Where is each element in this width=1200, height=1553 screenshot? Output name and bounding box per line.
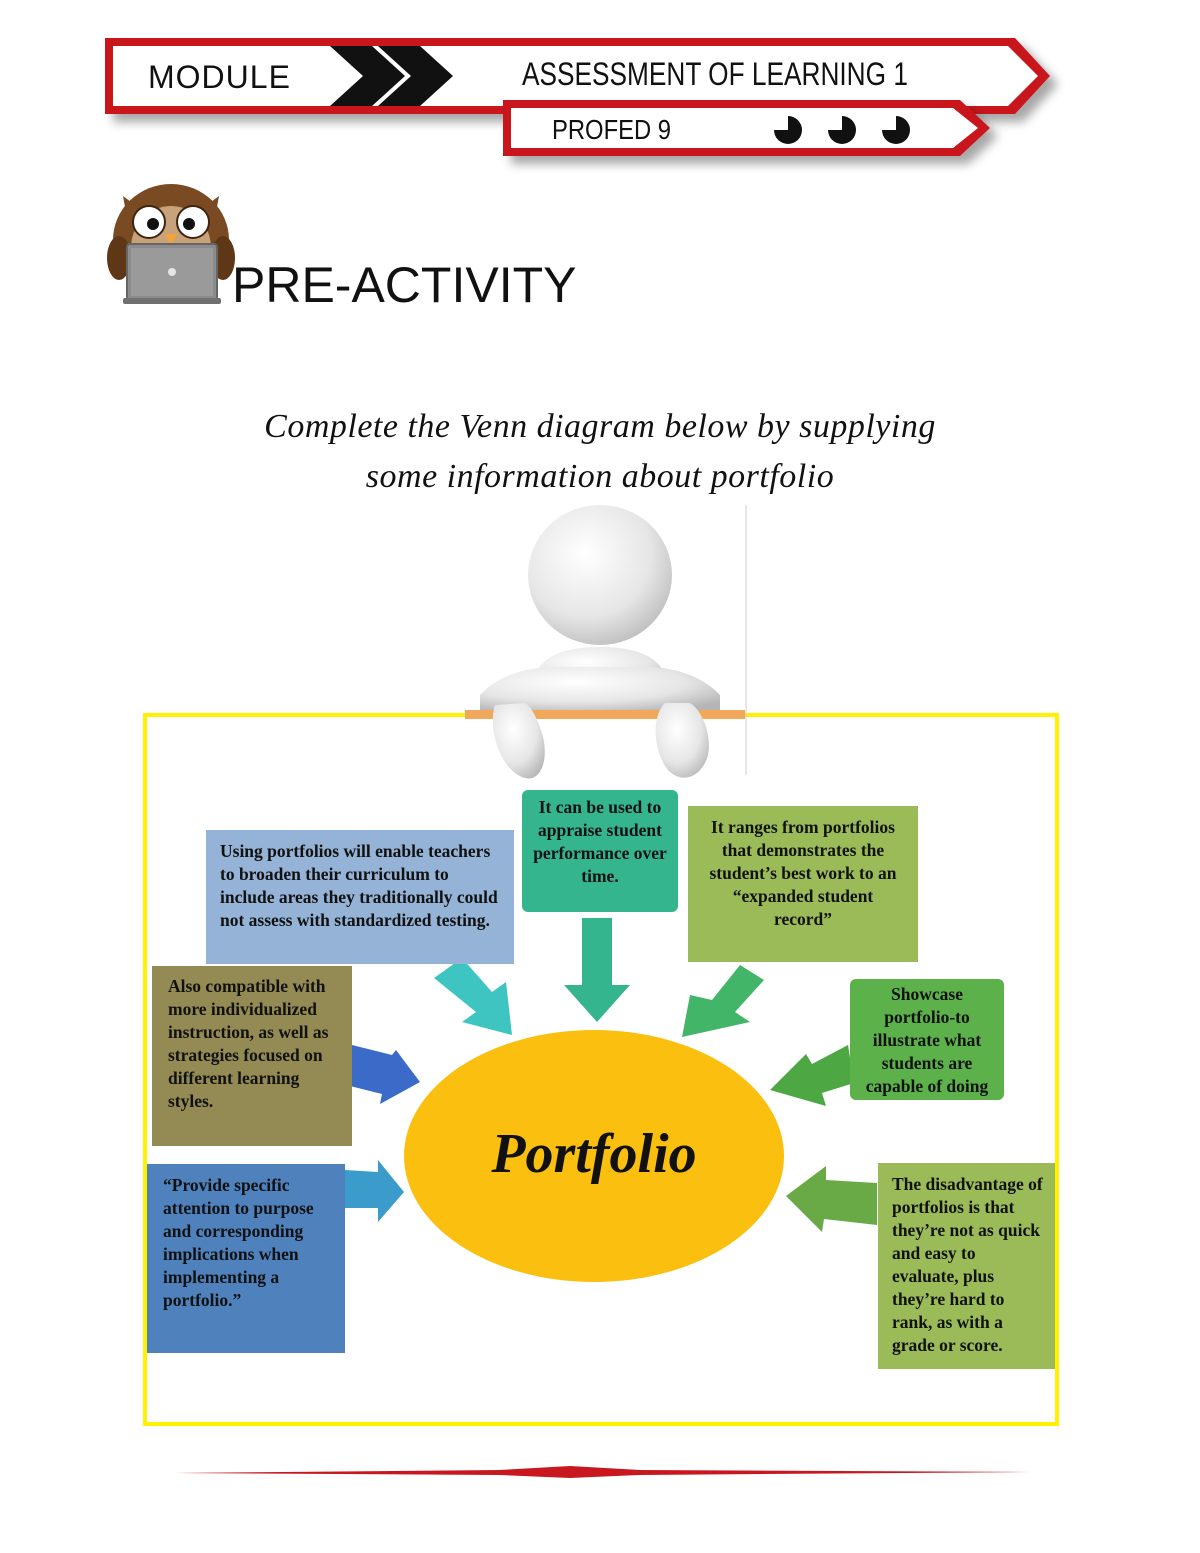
arrow-showcase: [770, 1045, 854, 1106]
box-showcase: Showcase portfolio-to illustrate what st…: [850, 979, 1004, 1100]
course-title: ASSESSMENT OF LEARNING 1: [522, 56, 908, 92]
pie-icon: [882, 116, 910, 144]
box-disadvantage: The disadvantage of portfolios is that t…: [878, 1163, 1055, 1369]
arrow-disadvantage: [786, 1166, 877, 1232]
arrow-ranges: [682, 965, 764, 1037]
portfolio-ellipse: [404, 1030, 784, 1282]
box-compatible: Also compatible with more individualized…: [152, 966, 352, 1146]
arrow-broaden: [434, 958, 512, 1035]
person-leaning-over-board-icon: [465, 505, 747, 779]
owl-with-laptop-icon: [107, 184, 235, 304]
module-label: MODULE: [148, 59, 291, 95]
header-banner: [105, 38, 1050, 156]
section-title: PRE-ACTIVITY: [232, 257, 577, 313]
box-specific: “Provide specific attention to purpose a…: [147, 1164, 345, 1353]
double-chevron-icon: [330, 46, 453, 106]
arrow-appraise: [564, 918, 630, 1022]
pie-icon: [774, 116, 802, 144]
box-appraise: It can be used to appraise student perfo…: [522, 790, 678, 912]
arrow-specific: [345, 1160, 404, 1222]
box-ranges: It ranges from portfolios that demonstra…: [688, 806, 918, 962]
instruction-line-2: some information about portfolio: [365, 458, 835, 495]
instruction-line-1: Complete the Venn diagram below by suppl…: [264, 408, 936, 445]
course-code: PROFED 9: [552, 114, 672, 145]
pie-icons: [774, 116, 910, 144]
box-broaden: Using portfolios will enable teachers to…: [206, 830, 514, 964]
footer-divider: [174, 1466, 1030, 1478]
pie-icon: [828, 116, 856, 144]
portfolio-label: Portfolio: [491, 1123, 697, 1185]
arrow-compatible: [346, 1045, 420, 1104]
